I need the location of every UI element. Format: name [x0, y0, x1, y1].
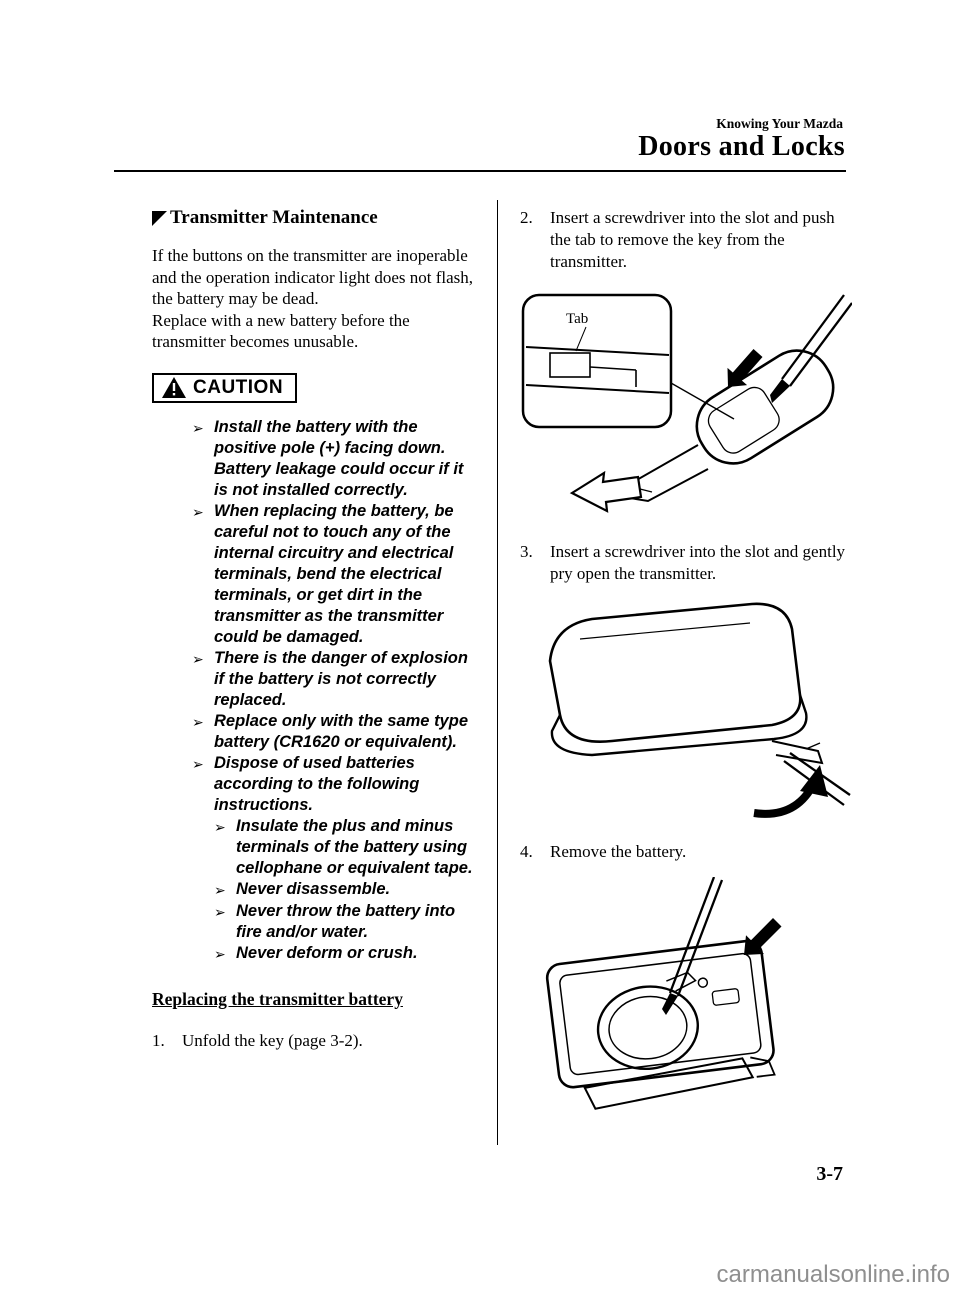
step-3: 3. Insert a screwdriver into the slot an… [520, 541, 852, 585]
arrow-bullet-icon: ➢ [214, 945, 226, 962]
pry-open-illustration [548, 602, 851, 818]
subsection-heading: Replacing the transmitter battery [152, 988, 403, 1009]
arrow-bullet-icon: ➢ [192, 503, 204, 520]
step-text: Remove the battery. [550, 842, 687, 861]
arrow-bullet-icon: ➢ [214, 881, 226, 898]
figure-remove-battery [520, 877, 852, 1121]
caution-list: ➢ Install the battery with the positive … [152, 417, 474, 965]
caution-item-text: Never disassemble. [236, 879, 391, 898]
paragraph: If the buttons on the transmitter are in… [152, 246, 474, 308]
step-4: 4. Remove the battery. [520, 841, 852, 863]
section-heading: Transmitter Maintenance [152, 207, 474, 229]
step-1: 1. Unfold the key (page 3-2). [152, 1030, 474, 1052]
caution-item-text: Dispose of used batteries according to t… [214, 753, 420, 814]
step-2: 2. Insert a screwdriver into the slot an… [520, 207, 852, 273]
section-marker-icon [152, 211, 167, 226]
caution-subitem: ➢ Never disassemble. [214, 879, 474, 901]
caution-item-text: Install the battery with the positive po… [214, 417, 464, 499]
page-title: Doors and Locks [638, 131, 845, 162]
header-rule [114, 170, 846, 172]
step-text: Insert a screwdriver into the slot and g… [550, 542, 846, 583]
caution-item-text: Replace only with the same type battery … [214, 711, 468, 751]
caution-item-text: Never throw the battery into fire and/or… [236, 901, 456, 941]
watermark: carmanualsonline.info [716, 1261, 950, 1288]
caution-item: ➢ Replace only with the same type batter… [192, 711, 474, 753]
caution-box: CAUTION [152, 372, 298, 403]
caution-item-text: Never deform or crush. [236, 943, 418, 962]
step-text: Insert a screwdriver into the slot and p… [550, 208, 835, 271]
column-divider [497, 200, 498, 1145]
remove-battery-illustration [545, 877, 782, 1110]
step-number: 1. [152, 1030, 165, 1050]
step-number: 2. [520, 208, 533, 227]
arrow-bullet-icon: ➢ [214, 818, 226, 835]
caution-item: ➢ When replacing the battery, be careful… [192, 501, 474, 648]
caution-item: ➢ There is the danger of explosion if th… [192, 648, 474, 711]
step-number: 3. [520, 542, 533, 561]
caution-subitem: ➢ Insulate the plus and minus terminals … [214, 816, 474, 879]
caution-subitem: ➢ Never deform or crush. [214, 943, 474, 965]
caution-subitem: ➢ Never throw the battery into fire and/… [214, 901, 474, 943]
arrow-bullet-icon: ➢ [192, 713, 204, 730]
left-column: Transmitter Maintenance If the buttons o… [152, 207, 474, 1052]
header-kicker: Knowing Your Mazda [716, 116, 843, 131]
warning-triangle-icon [162, 377, 186, 398]
arrow-bullet-icon: ➢ [214, 903, 226, 920]
page-number: 3-7 [816, 1163, 843, 1185]
caution-label: CAUTION [193, 376, 284, 398]
figure-pry-open [520, 599, 852, 831]
arrow-bullet-icon: ➢ [192, 755, 204, 772]
arrow-bullet-icon: ➢ [192, 650, 204, 667]
key-removal-illustration: Tab [521, 293, 852, 513]
arrow-bullet-icon: ➢ [192, 419, 204, 436]
step-text: Unfold the key (page 3-2). [182, 1030, 363, 1050]
right-column: 2. Insert a screwdriver into the slot an… [520, 207, 852, 1131]
caution-item-text: When replacing the battery, be careful n… [214, 501, 454, 646]
section-heading-label: Transmitter Maintenance [170, 207, 378, 228]
caution-item-text: There is the danger of explosion if the … [214, 648, 468, 709]
figure-key-removal: Tab [520, 287, 852, 531]
caution-item: ➢ Install the battery with the positive … [192, 417, 474, 501]
paragraph: Replace with a new battery before the tr… [152, 310, 410, 352]
caution-item-text: Insulate the plus and minus terminals of… [236, 816, 473, 877]
caution-item: ➢ Dispose of used batteries according to… [192, 753, 474, 816]
step-number: 4. [520, 842, 533, 861]
figure-label-tab: Tab [566, 311, 588, 327]
